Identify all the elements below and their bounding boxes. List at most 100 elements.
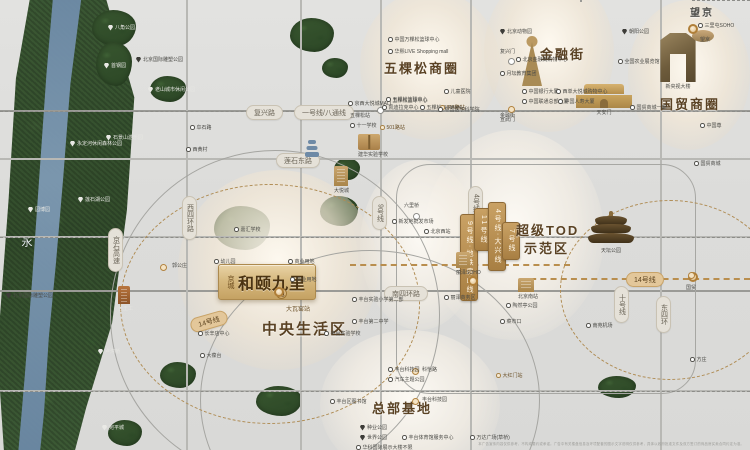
poi-label: 石景山游乐园 <box>113 135 144 141</box>
station-label: 北京西站 <box>430 229 451 235</box>
poi-label: 世界公园 <box>367 435 388 441</box>
poi-label: 全国农业展览馆 <box>624 59 660 65</box>
poi-yuetan-edu: 月坛教育集团 <box>500 70 537 77</box>
dot-icon <box>558 99 563 104</box>
poi-sanlitun: 三里屯SOHO <box>698 22 734 29</box>
station-node-line14-junction[interactable] <box>688 272 695 279</box>
gate-top <box>584 84 624 94</box>
poi-guomao-mall: 国贸商城 <box>694 160 721 167</box>
dot-icon <box>618 59 623 64</box>
station-shape <box>518 278 534 292</box>
road-label-line14-east: 14号线 <box>626 272 664 287</box>
poi-nanyuan: 南苑机场 <box>586 322 613 329</box>
poi-label: 丰台区图书馆 <box>336 399 367 405</box>
landmark-shougang: 台王工 <box>118 286 133 312</box>
gate-shape <box>576 82 632 108</box>
poi-xinfadi: 新发地批发市场 <box>392 218 434 225</box>
dot-icon <box>586 323 591 328</box>
station-node-lize[interactable] <box>468 276 478 286</box>
station-node-wukesong[interactable] <box>377 107 384 114</box>
dot-icon <box>234 227 239 232</box>
poi-label: 长辛店中心 <box>204 331 230 337</box>
poi-label: 宛平城 <box>109 425 125 431</box>
poi-label: 八角公园 <box>115 25 136 31</box>
dot-icon <box>288 259 293 264</box>
station-node-jinrongjie[interactable] <box>508 106 515 113</box>
poi-fengtai-keji-station: 丰台科技园 <box>422 396 447 403</box>
poi-label: 丰台实验小学第二部 <box>358 297 404 303</box>
road-label-nansihuan: 南四环路 <box>384 286 428 301</box>
copyright-disclaimer: 本广告宣传内容仅供参考，不构成要约或承诺。广告中有关楼盘信息及环境配套的图示文字… <box>478 442 744 446</box>
poi-sports-service: 丰台体育馆服务中心 <box>402 434 454 441</box>
poi-beijing-intl-sculpture: 北京国际雕塑公园 <box>6 292 53 299</box>
pin-icon <box>78 196 83 203</box>
poi-label: 丰台实验学校 <box>330 331 361 337</box>
dot-icon <box>388 367 393 372</box>
project-name-plaque[interactable]: 京城 和颐九里 <box>218 264 317 300</box>
poi-china-bank: 中国银行大厦 <box>522 88 559 95</box>
landmark-caption: 台王工 <box>118 306 134 312</box>
poi-world-park: 世界公园 <box>360 434 387 441</box>
dot-icon <box>522 89 527 94</box>
station-node-keyilu[interactable] <box>412 368 419 375</box>
project-prefix: 京城 <box>227 275 234 289</box>
road-label-line10: 十号线 <box>614 286 629 323</box>
dot-icon <box>506 303 511 308</box>
road-label-xisihuan: 西四环路 <box>182 196 197 240</box>
pagoda-tier-3 <box>305 152 319 157</box>
park-blob <box>290 18 334 52</box>
station-node-liuliqiao[interactable] <box>413 213 420 220</box>
station-node-wangjing[interactable] <box>688 24 698 34</box>
dot-icon <box>694 161 699 166</box>
pin-icon <box>622 28 627 35</box>
pin-icon <box>148 86 153 93</box>
poi-yongding-forest: 永定河休闲森林公园 <box>70 140 122 147</box>
poi-label: 丰台科技园 <box>394 367 420 373</box>
landmark-cctv: 新央视大楼 <box>658 32 698 90</box>
park-blob <box>108 420 142 446</box>
temple-roof-1 <box>595 216 627 225</box>
poi-kindergarten: 幼儿园 <box>214 258 236 265</box>
cctv-shape <box>658 32 698 82</box>
dot-icon <box>290 277 295 282</box>
station-node-fuxingmen[interactable] <box>508 58 515 65</box>
station-label: 五棵松站 <box>350 113 371 119</box>
metro-chip-7[interactable]: 7号线 <box>502 222 520 260</box>
road-label-fuxing: 复兴路 <box>246 105 283 120</box>
station-node-fengtai[interactable] <box>412 398 419 405</box>
station-node-guogongzhuang[interactable] <box>160 264 167 271</box>
dot-icon <box>348 101 353 106</box>
road-lianshi <box>0 158 750 160</box>
poi-label: 北京国际雕塑公园 <box>143 57 184 63</box>
station-label: 大瓦窑站 <box>286 307 311 313</box>
poi-beijing-west-station: 北京西站 <box>424 228 451 235</box>
soho-shape <box>456 252 470 268</box>
dot-icon <box>330 399 335 404</box>
poi-china-unicom: 中国联通总部大厦 <box>522 98 569 105</box>
dot-icon <box>382 105 387 110</box>
dot-icon <box>522 99 527 104</box>
poi-label: 首钢园 <box>111 63 127 69</box>
poi-lugouqiao: 卢沟桥 <box>98 348 120 355</box>
dot-icon <box>496 373 501 378</box>
poi-beijing-sculpture: 北京国际雕塑公园 <box>136 56 183 63</box>
poi-fengtai-exp2: 丰台实验小学第二部 <box>352 296 404 303</box>
district-label-guomao: 国贸商圈 <box>660 97 721 112</box>
gate-arch <box>600 99 608 108</box>
landmark-temple-of-heaven: 天坛公园 <box>588 211 634 254</box>
poi-label: 北京金融街购物中心 <box>522 57 568 63</box>
park-blob <box>598 376 636 398</box>
poi-label: 阜石路 <box>196 125 212 131</box>
poi-label: 十一学校 <box>356 123 377 129</box>
dot-icon <box>516 57 521 62</box>
landmark-tiananmen: 天安门 <box>576 82 632 116</box>
station-node-dawayao[interactable] <box>274 287 284 297</box>
dot-icon <box>556 89 561 94</box>
landmark-lize-soho: 丽泽SOHO <box>456 252 481 276</box>
poi-fuxingmen: 复兴门 <box>500 48 515 55</box>
poi-label: 陶然亭公园 <box>512 303 538 309</box>
poi-label: 丰台第二中学 <box>358 319 389 325</box>
landmark-caption: 新央视大楼 <box>665 84 691 90</box>
dot-icon <box>214 259 219 264</box>
poi-wukesong-mall: 京西大悦城MALL <box>348 100 393 107</box>
